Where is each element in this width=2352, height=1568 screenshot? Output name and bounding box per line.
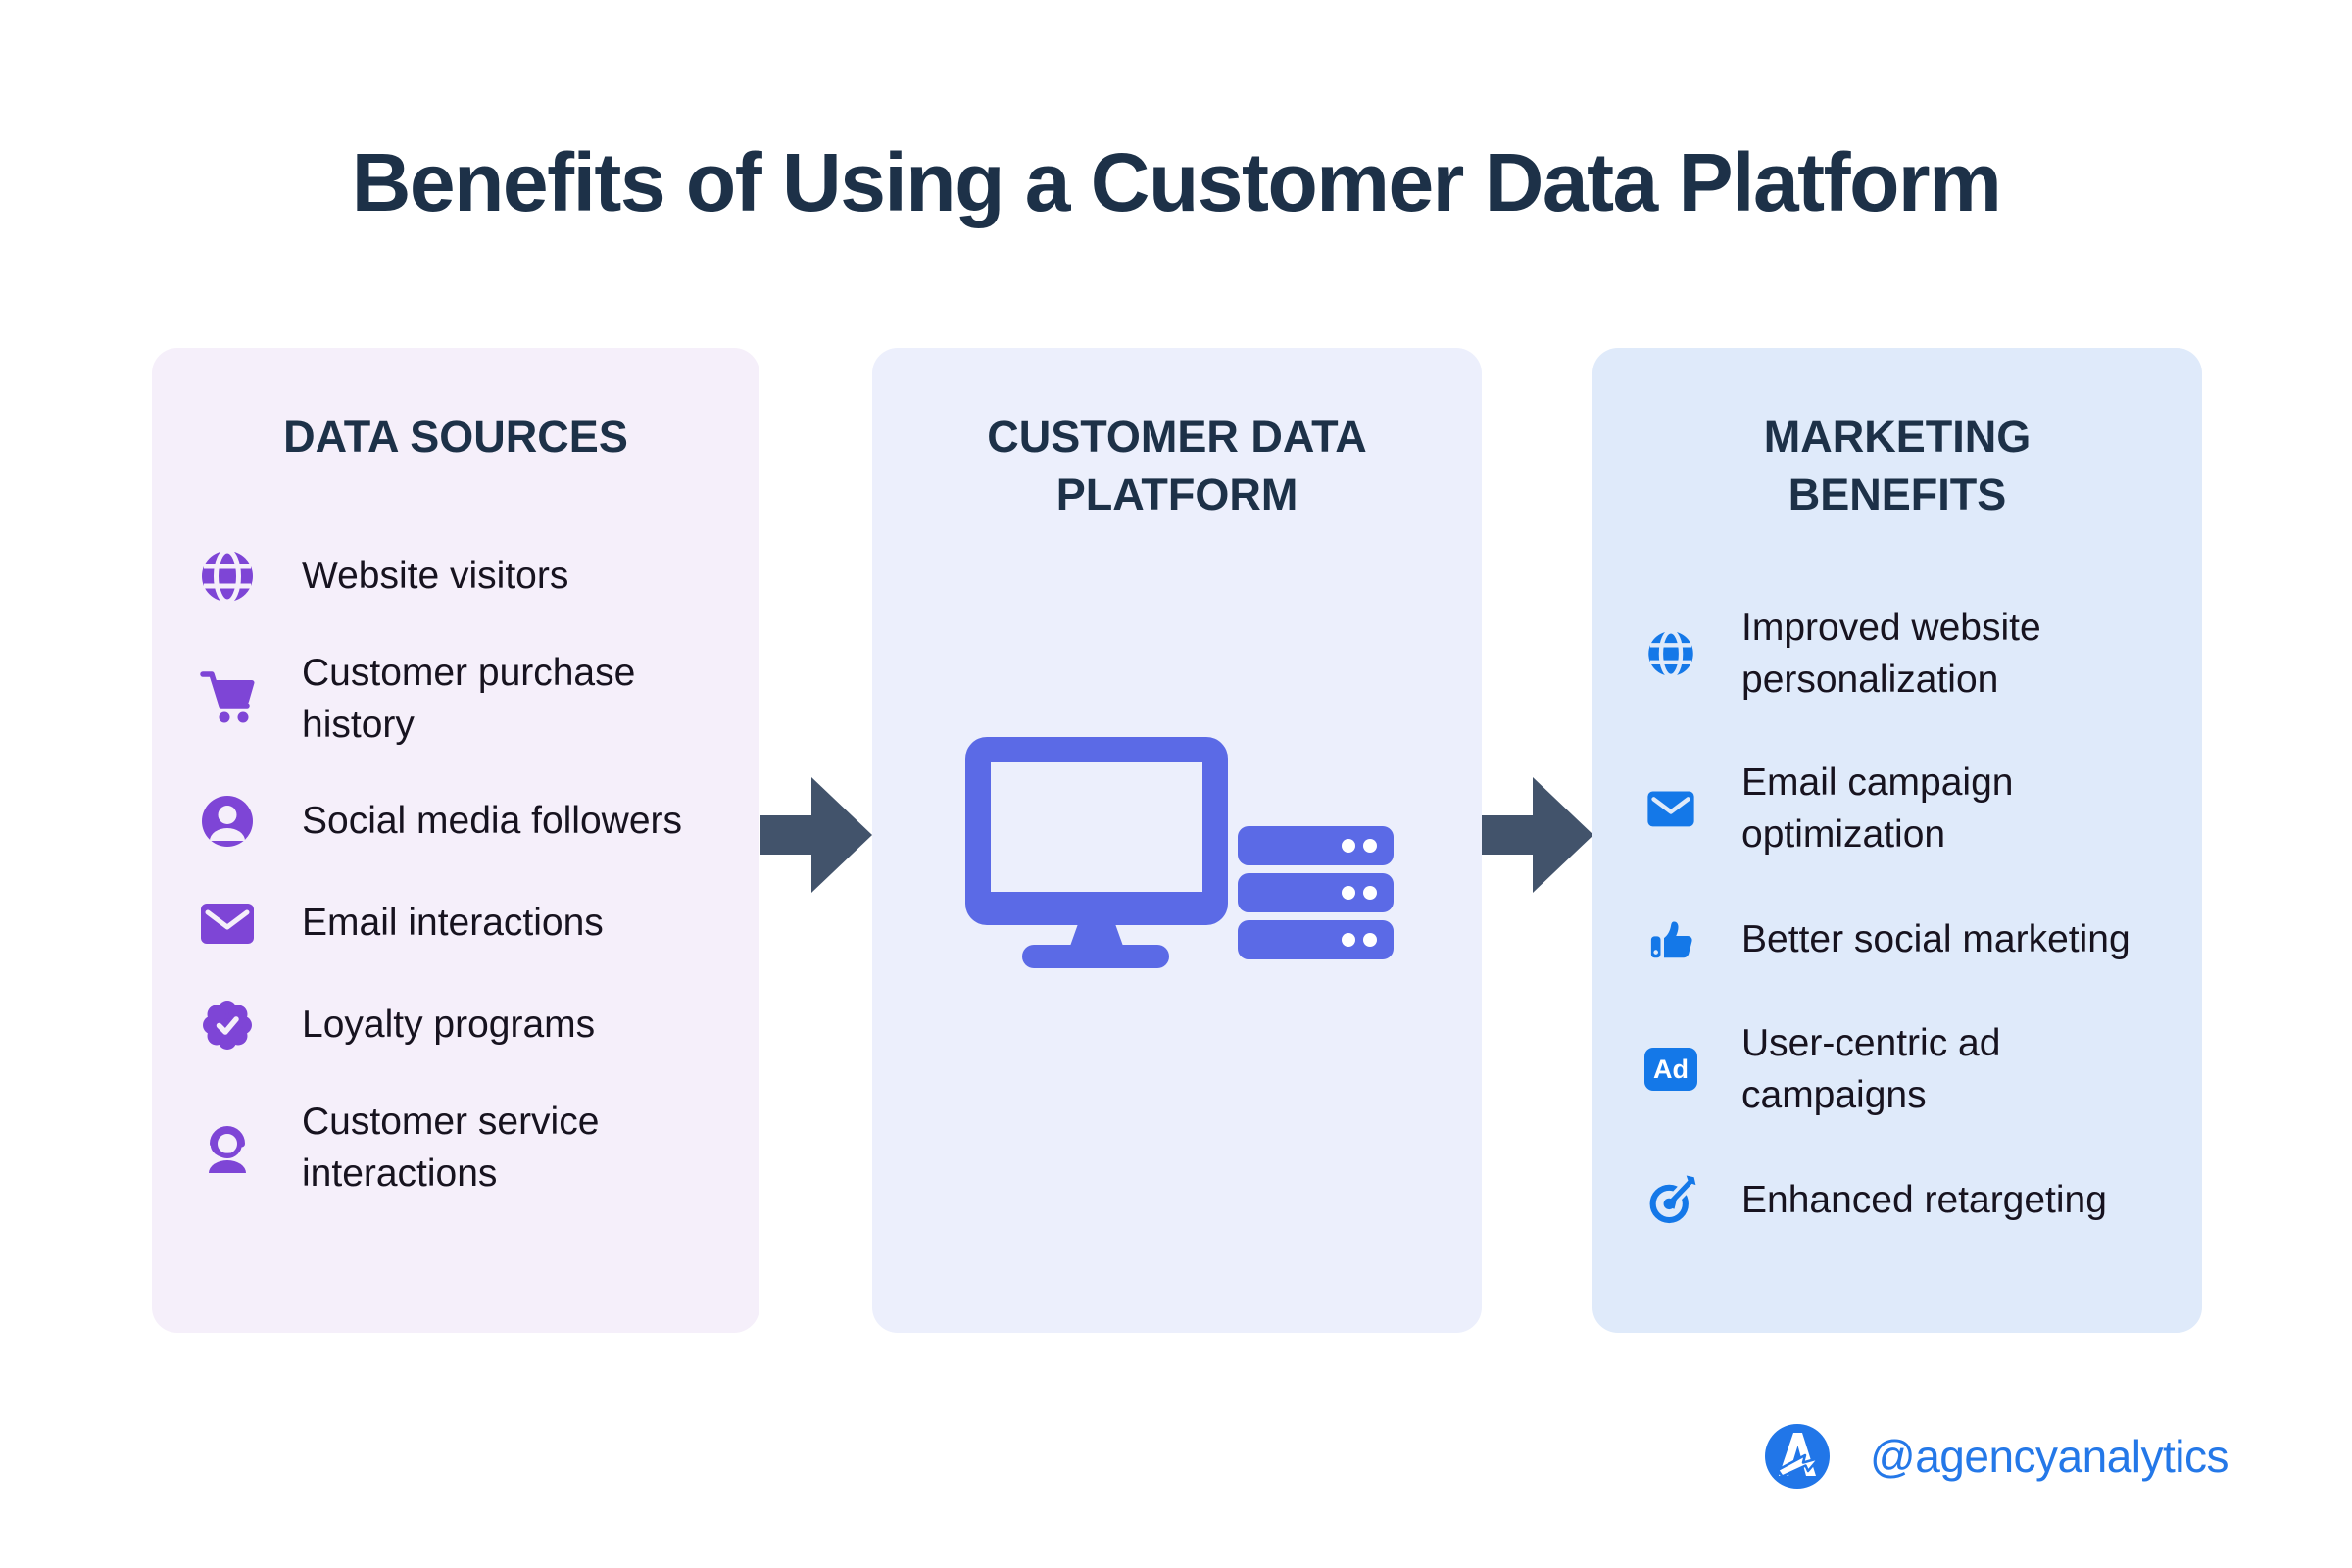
- marketing-benefits-list: Improved website personalization Email c…: [1592, 602, 2202, 1227]
- envelope-icon: [1643, 781, 1698, 836]
- panel-marketing-benefits: MARKETING BENEFITS Improved website pers…: [1592, 348, 2202, 1333]
- list-item: Ad User-centric ad campaigns: [1643, 1017, 2173, 1121]
- shopping-cart-icon: [196, 667, 259, 730]
- panel-header-marketing-benefits: MARKETING BENEFITS: [1763, 412, 2032, 519]
- flow-arrow-icon: [760, 777, 872, 893]
- list-item-label: Email campaign optimization: [1741, 761, 2014, 857]
- list-item: Email campaign optimization: [1643, 757, 2173, 860]
- loyalty-badge-check-icon: [196, 994, 259, 1056]
- list-item-label: Customer service interactions: [302, 1100, 600, 1195]
- list-item: Email interactions: [196, 892, 724, 955]
- list-item-label: Website visitors: [302, 554, 569, 597]
- brand-handle: @agencyanalytics: [1870, 1431, 2230, 1482]
- headset-agent-icon: [196, 1116, 259, 1179]
- agencyanalytics-logo-icon: [1762, 1421, 1833, 1492]
- panel-customer-data-platform: CUSTOMER DATA PLATFORM: [872, 348, 1482, 1333]
- panel-data-sources: DATA SOURCES Website visitors Customer p…: [152, 348, 760, 1333]
- list-item: Customer service interactions: [196, 1096, 724, 1200]
- list-item: Customer purchase history: [196, 647, 724, 751]
- list-item: Enhanced retargeting: [1643, 1172, 2173, 1227]
- globe-icon: [196, 545, 259, 608]
- list-item-label: Email interactions: [302, 902, 604, 945]
- list-item-label: Improved website personalization: [1741, 607, 2041, 702]
- data-sources-list: Website visitors Customer purchase histo…: [152, 545, 760, 1200]
- page-title: Benefits of Using a Customer Data Platfo…: [351, 136, 2002, 228]
- list-item-label: Loyalty programs: [302, 1004, 596, 1047]
- list-item-label: Better social marketing: [1741, 917, 2131, 960]
- list-item-label: Social media followers: [302, 800, 683, 843]
- list-item: Improved website personalization: [1643, 602, 2173, 706]
- list-item: Loyalty programs: [196, 994, 724, 1056]
- thumbs-up-icon: [1643, 911, 1698, 966]
- globe-icon: [1643, 626, 1698, 681]
- panel-header-data-sources: DATA SOURCES: [283, 412, 628, 462]
- ad-badge-icon: Ad: [1643, 1042, 1698, 1097]
- envelope-icon: [196, 892, 259, 955]
- branding: @agencyanalytics: [1762, 1419, 2230, 1494]
- person-circle-icon: [196, 790, 259, 853]
- computer-server-illustration-icon: [965, 737, 1394, 968]
- list-item-label: User-centric ad campaigns: [1741, 1022, 2001, 1117]
- panel-header-customer-data-platform: CUSTOMER DATA PLATFORM: [987, 412, 1367, 519]
- list-item-label: Customer purchase history: [302, 651, 636, 746]
- list-item: Social media followers: [196, 790, 724, 853]
- list-item: Better social marketing: [1643, 911, 2173, 966]
- ad-badge-text: Ad: [1644, 1048, 1697, 1092]
- list-item: Website visitors: [196, 545, 724, 608]
- list-item-label: Enhanced retargeting: [1741, 1178, 2107, 1221]
- flow-arrow-icon: [1482, 777, 1593, 893]
- target-dart-icon: [1643, 1172, 1698, 1227]
